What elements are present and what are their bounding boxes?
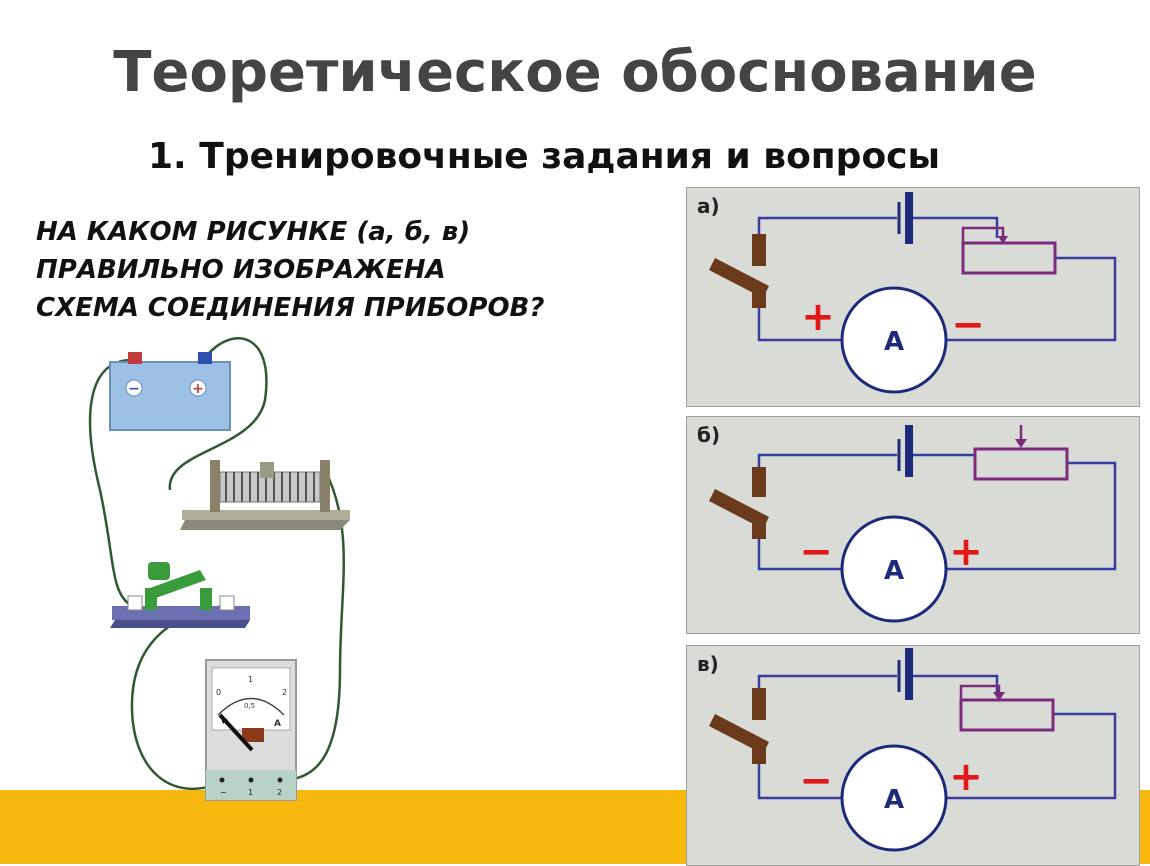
- devices-illustration: − + 0 1 2: [88, 337, 350, 801]
- ammeter-b-label: A: [884, 556, 904, 586]
- panel-a-label: а): [697, 194, 720, 218]
- ammeter-c-label: A: [884, 785, 904, 815]
- question-line-2: ПРАВИЛЬНО ИЗОБРАЖЕНА: [36, 255, 446, 285]
- circuit-panel-c[interactable]: A − + в): [686, 645, 1140, 866]
- circuit-a-schematic: A + −: [709, 192, 1117, 394]
- panel-c-label: в): [697, 652, 719, 676]
- pic-wire-1: [88, 358, 133, 606]
- meter-term-0: −: [220, 788, 227, 797]
- meter-term-2: 2: [277, 788, 282, 797]
- circuit-panel-b[interactable]: A − + б): [686, 416, 1140, 634]
- question-line-1: НА КАКОМ РИСУНКЕ (а, б, в): [36, 217, 471, 247]
- ammeter-device: 0 1 2 0,5 A − 1 2: [205, 659, 297, 801]
- ammeter-a-label: A: [884, 327, 904, 357]
- circuit-c-schematic: A − +: [709, 648, 1117, 852]
- meter-scale-mid: 0,5: [244, 702, 255, 710]
- rheostat-device: [180, 460, 350, 530]
- meter-letter: A: [274, 719, 281, 729]
- meter-scale-0: 0: [216, 688, 221, 697]
- meter-scale-1: 1: [248, 675, 253, 684]
- question-text: НА КАКОМ РИСУНКЕ (а, б, в) ПРАВИЛЬНО ИЗО…: [36, 213, 544, 327]
- meter-scale-2: 2: [282, 688, 287, 697]
- circuit-b-schematic: A − +: [709, 425, 1117, 623]
- battery-minus-label: −: [128, 381, 140, 397]
- sign-c-left: −: [799, 758, 833, 804]
- question-line-3: СХЕМА СОЕДИНЕНИЯ ПРИБОРОВ?: [36, 293, 545, 323]
- sign-a-right: −: [951, 302, 985, 348]
- slide-subtitle: 1. Тренировочные задания и вопросы: [148, 136, 941, 177]
- slide-title: Теоретическое обоснование: [113, 40, 1037, 105]
- sign-c-right: +: [949, 754, 983, 800]
- battery-device: − +: [109, 352, 231, 431]
- meter-term-1: 1: [248, 788, 253, 797]
- sign-b-left: −: [799, 529, 833, 575]
- sign-a-left: +: [801, 294, 835, 340]
- pic-wire-2: [168, 337, 268, 491]
- panel-b-label: б): [697, 423, 721, 447]
- sign-b-right: +: [949, 529, 983, 575]
- switch-device: [110, 562, 250, 628]
- battery-plus-label: +: [192, 381, 204, 397]
- circuit-panel-a[interactable]: A + − а): [686, 187, 1140, 407]
